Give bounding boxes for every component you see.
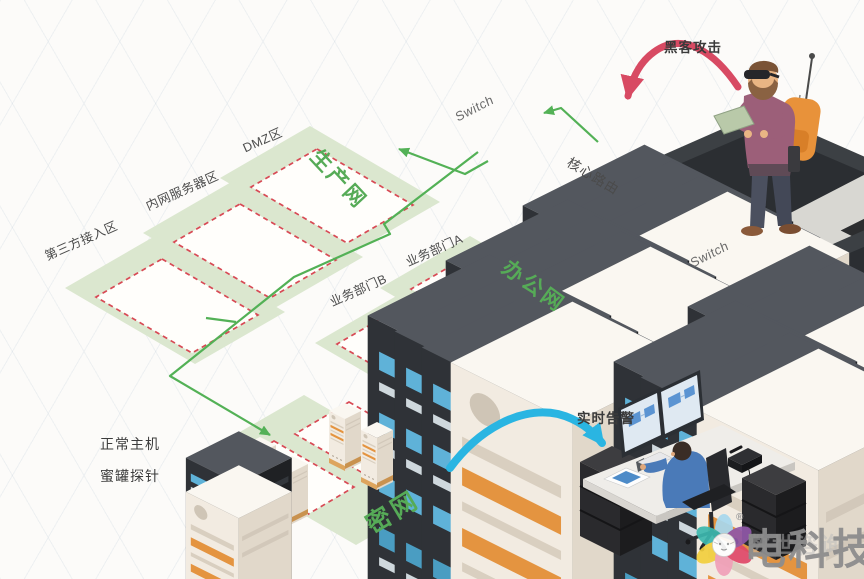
shoe xyxy=(741,226,763,236)
shoe xyxy=(779,224,801,234)
left-leg xyxy=(750,176,768,228)
link-switch-production xyxy=(398,147,489,176)
monitor xyxy=(658,370,704,456)
watermark-back-text: 数世咨询 xyxy=(748,533,845,558)
right-leg xyxy=(772,176,792,226)
analyst-figure xyxy=(637,441,710,508)
legend-label-honeypot-probe: 蜜罐探针 xyxy=(100,468,160,484)
link-production-honeynet xyxy=(168,151,479,436)
radio-device xyxy=(788,146,800,172)
inset-dmz xyxy=(249,148,415,244)
analyst-head xyxy=(672,441,692,461)
telephone xyxy=(728,445,762,483)
monitor xyxy=(618,388,664,472)
belt xyxy=(748,164,792,176)
link-router-switch-top xyxy=(543,105,599,143)
right-cabinet xyxy=(741,464,807,560)
hacker-attack-label: 黑客攻击 xyxy=(664,40,722,55)
inset-thirdparty xyxy=(94,258,260,354)
realtime-alert-label: 实时告警 xyxy=(577,411,635,426)
right-arm xyxy=(764,106,794,139)
light-server-icon xyxy=(361,422,393,491)
legend-label-normal-host: 正常主机 xyxy=(100,436,160,452)
goggles-icon xyxy=(744,70,770,79)
attack-arrow xyxy=(620,40,742,100)
monitoring-workstation xyxy=(579,370,807,560)
beard xyxy=(748,79,778,100)
alert-arrow xyxy=(446,408,606,472)
document-on-desk xyxy=(603,467,651,489)
watermark-brand-text: 电科技 xyxy=(744,526,864,573)
light-server-icon xyxy=(329,403,361,472)
cat-pinwheel-logo xyxy=(696,514,752,576)
inset-intranet xyxy=(172,203,338,299)
tablet xyxy=(713,105,755,135)
link-thirdparty-branch xyxy=(205,316,237,324)
hacker-figure xyxy=(713,53,821,236)
registered-mark: ® xyxy=(736,512,744,523)
